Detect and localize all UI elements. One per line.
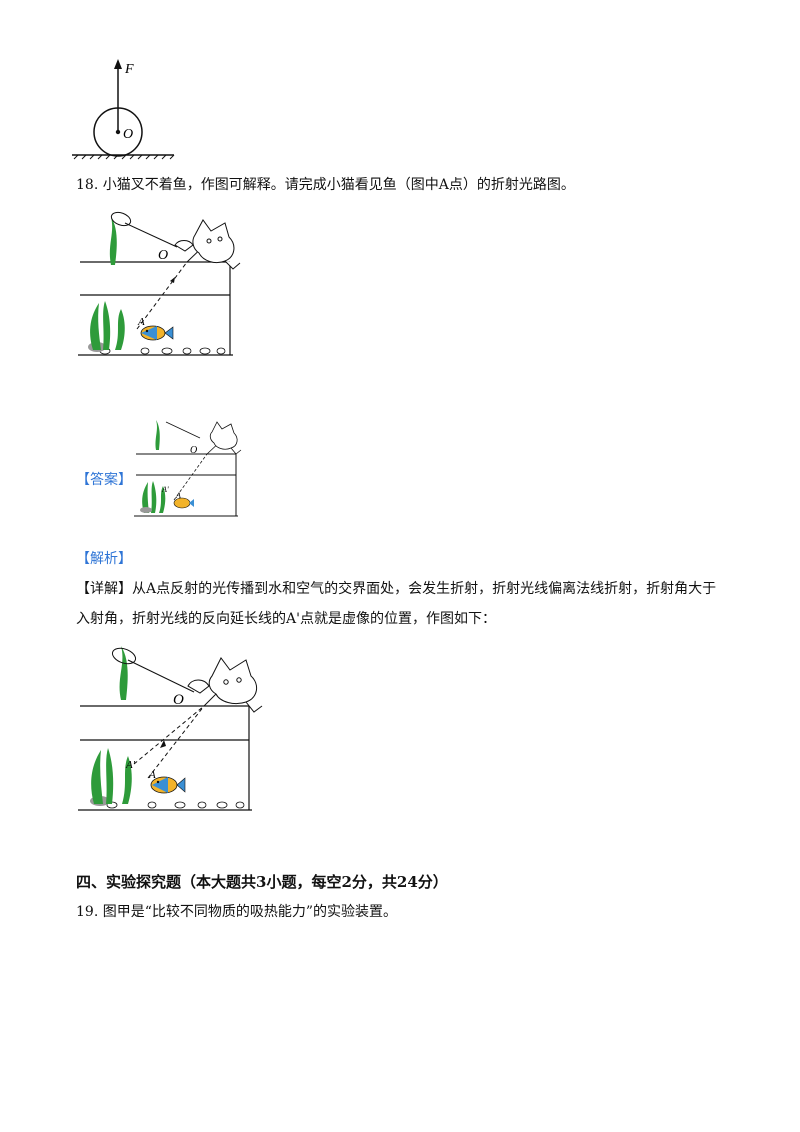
answer-point-a: A (175, 491, 181, 500)
analysis-detail-line-1: 【详解】从A点反射的光传播到水和空气的交界面处，会发生折射，折射光线偏离法线折射… (76, 581, 717, 597)
center-label: O (123, 127, 133, 142)
cat-fish-figure: O A (78, 211, 241, 356)
section-4-heading: 四、实验探究题（本大题共3小题，每空2分，共24分） (76, 873, 448, 891)
q18-point-a: A (137, 316, 145, 328)
analysis-detail-line-2: 入射角，折射光线的反向延长线的A'点就是虚像的位置，作图如下： (76, 611, 496, 627)
analysis-figure: O A' A (78, 646, 263, 811)
answer-figure: O A' A (134, 420, 242, 517)
analysis-point-o: O (173, 692, 184, 708)
analysis-point-a-prime: A' (125, 759, 136, 771)
question-19: 19. 图甲是“比较不同物质的吸热能力”的实验装置。 (76, 904, 398, 920)
analysis-label: 【解析】 (76, 551, 132, 567)
answer-point-o: O (190, 445, 197, 456)
force-label: F (124, 62, 134, 77)
answer-point-a-prime: A' (161, 485, 169, 494)
answer-label: 【答案】 (76, 472, 132, 488)
force-diagram: F O (72, 59, 175, 160)
q18-point-o: O (158, 248, 168, 263)
question-18: 18. 小猫叉不着鱼，作图可解释。请完成小猫看见鱼（图中A点）的折射光路图。 (76, 177, 575, 193)
analysis-point-a: A (148, 769, 156, 781)
